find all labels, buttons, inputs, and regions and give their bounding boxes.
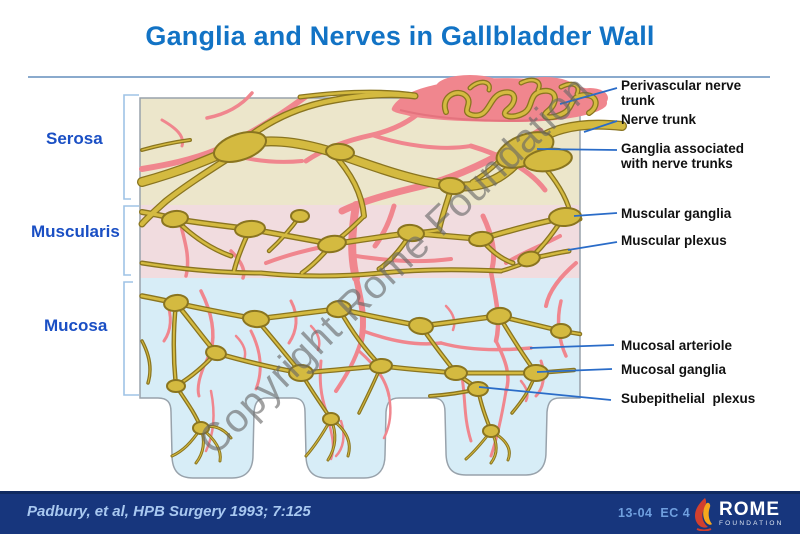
annotation-muscular-ganglia: Muscular ganglia bbox=[621, 206, 732, 221]
mucosal-ganglion bbox=[523, 364, 549, 382]
pointer-mucosal-arteriole bbox=[529, 344, 615, 349]
footer-bar: Padbury, et al, HPB Surgery 1993; 7:125 … bbox=[0, 491, 800, 534]
pointer-mucosal-ganglia bbox=[536, 368, 613, 373]
slide-code: 13-04 EC 4 bbox=[618, 506, 691, 520]
annotation-ganglia-associated: Ganglia associated with nerve trunks bbox=[621, 141, 745, 171]
pointer-muscular-plexus bbox=[567, 241, 618, 251]
annotation-subepithelial-plexus: Subepithelial plexus bbox=[621, 391, 756, 406]
logo-text: ROME FOUNDATION bbox=[719, 499, 784, 527]
pointer-perivascular-nerve-trunk bbox=[559, 87, 618, 105]
serosa-bracket bbox=[123, 94, 139, 200]
logo-name: ROME bbox=[719, 499, 780, 520]
logo-subtitle: FOUNDATION bbox=[719, 520, 784, 527]
mucosa-bracket bbox=[123, 281, 139, 396]
annotation-perivascular-nerve-trunk: Perivascular nerve trunk bbox=[621, 78, 742, 108]
pointer-nerve-trunk bbox=[583, 120, 618, 133]
subepithelial-plexus-junction bbox=[467, 381, 489, 397]
tissue-border bbox=[139, 97, 581, 479]
pointer-ganglia-associated bbox=[536, 148, 618, 151]
page-title: Ganglia and Nerves in Gallbladder Wall bbox=[145, 21, 655, 51]
annotation-muscular-plexus: Muscular plexus bbox=[621, 233, 727, 248]
annotation-nerve-trunk: Nerve trunk bbox=[621, 112, 697, 127]
layer-label-mucosa: Mucosa bbox=[44, 316, 108, 335]
layer-brackets bbox=[123, 94, 139, 396]
citation: Padbury, et al, HPB Surgery 1993; 7:125 bbox=[27, 503, 311, 520]
pointer-subepithelial-plexus bbox=[478, 386, 612, 401]
annotation-mucosal-arteriole: Mucosal arteriole bbox=[621, 338, 733, 353]
pointer-muscular-ganglia bbox=[573, 212, 618, 217]
muscularis-bracket bbox=[123, 205, 139, 276]
pointer-lines bbox=[478, 87, 618, 401]
flame-icon bbox=[695, 498, 712, 531]
rome-foundation-logo: ROME FOUNDATION bbox=[692, 497, 784, 531]
annotation-mucosal-ganglia: Mucosal ganglia bbox=[621, 362, 727, 377]
layer-label-muscularis: Muscularis bbox=[31, 222, 120, 241]
title-divider bbox=[28, 76, 770, 78]
layer-label-serosa: Serosa bbox=[46, 129, 103, 148]
ganglia bbox=[161, 131, 582, 438]
